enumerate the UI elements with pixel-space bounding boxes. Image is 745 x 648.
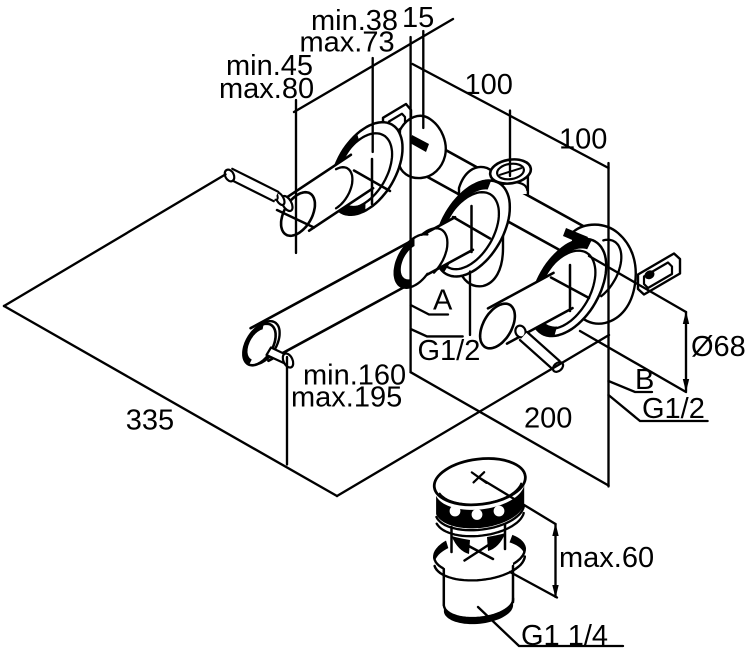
svg-text:15: 15 (402, 2, 434, 34)
svg-text:min.38: min.38 (311, 5, 398, 37)
svg-text:335: 335 (126, 405, 174, 437)
svg-text:Ø68: Ø68 (691, 331, 745, 363)
svg-text:100: 100 (559, 124, 607, 156)
svg-text:G1/2: G1/2 (418, 335, 481, 367)
svg-text:max.80: max.80 (219, 73, 314, 105)
svg-text:A: A (433, 285, 453, 317)
svg-text:B: B (635, 364, 654, 396)
svg-text:G1 1/4: G1 1/4 (521, 620, 608, 648)
svg-text:200: 200 (524, 403, 572, 435)
svg-text:min.45: min.45 (226, 50, 313, 82)
svg-text:max.60: max.60 (559, 542, 654, 574)
svg-text:100: 100 (465, 69, 513, 101)
svg-text:max.73: max.73 (300, 27, 395, 59)
svg-text:G1/2: G1/2 (642, 393, 705, 425)
svg-text:min.160: min.160 (303, 360, 406, 392)
svg-text:max.195: max.195 (291, 382, 402, 414)
